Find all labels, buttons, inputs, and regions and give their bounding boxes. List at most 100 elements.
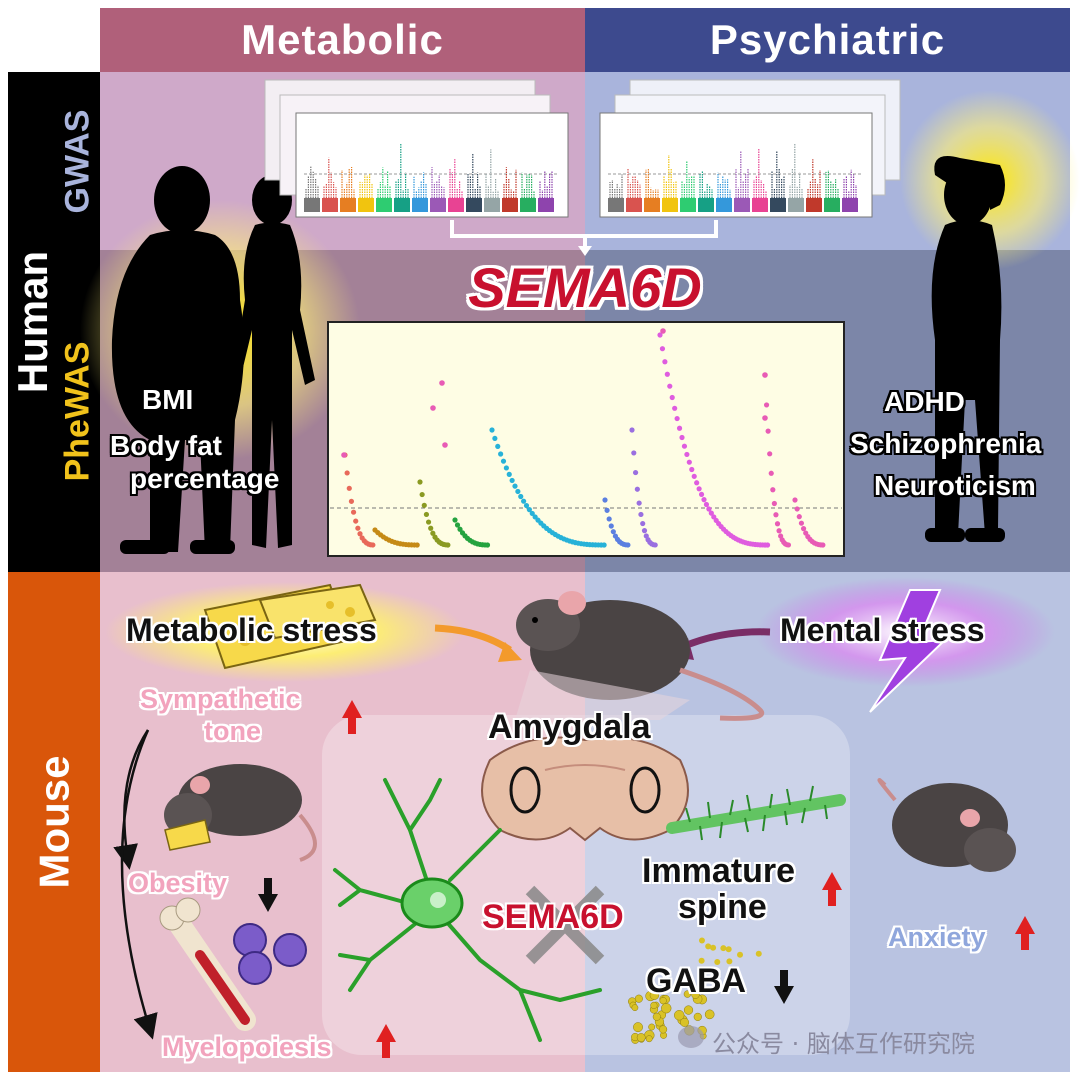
- phewas-dot: [691, 473, 697, 479]
- phewas-dot: [638, 511, 644, 518]
- gaba-label: GABA: [646, 962, 747, 1000]
- gwas-chromosome-block: [394, 198, 410, 212]
- bodyfat-label-line1: Body fat: [110, 430, 222, 461]
- mental-arrow: [678, 628, 771, 652]
- phewas-peak-dot: [762, 415, 768, 421]
- bone-icon: [159, 897, 256, 1031]
- bmi-label: BMI: [142, 384, 194, 415]
- neuroticism-label: Neuroticism: [874, 470, 1036, 501]
- gwas-left-stack: [264, 79, 569, 218]
- sympathetic-label-line1: Sympathetic: [140, 684, 301, 714]
- gwas-chromosome-block: [358, 198, 374, 212]
- phewas-peak-dot: [660, 328, 666, 334]
- increase-arrow-icon: [822, 872, 842, 906]
- phewas-dot: [428, 525, 434, 531]
- phewas-dot: [794, 506, 800, 512]
- phewas-dot: [602, 497, 608, 503]
- lightning-icon: [869, 589, 948, 713]
- gaba-vesicle: [636, 1033, 646, 1042]
- phewas-dot: [350, 509, 357, 515]
- phewas-dot: [708, 510, 714, 516]
- phewas-dot: [659, 346, 666, 352]
- phewas-dot: [694, 480, 700, 486]
- gaba-vesicle: [683, 990, 692, 998]
- central-mouse-icon: [515, 591, 765, 721]
- phewas-dot: [430, 530, 436, 536]
- knockout-x-icon: [525, 885, 605, 965]
- phewas-dot: [346, 485, 352, 491]
- phewas-dot: [503, 465, 509, 471]
- phewas-dot: [768, 470, 774, 476]
- phewas-dot: [348, 498, 355, 504]
- phewas-dot: [770, 487, 776, 493]
- phewas-dot: [701, 497, 707, 503]
- phewas-dot: [506, 471, 512, 477]
- gaba-vesicle: [698, 937, 705, 944]
- phewas-peak-dot: [430, 405, 436, 411]
- phewas-plot-frame: [327, 321, 845, 557]
- gwas-chromosome-block: [734, 198, 750, 212]
- phewas-dot: [641, 528, 648, 534]
- gwas-chromosome-block: [502, 198, 518, 212]
- phewas-dot: [800, 526, 807, 532]
- decrease-arrow-icon: [258, 878, 278, 912]
- phewas-dot: [498, 451, 504, 457]
- phewas-dot: [521, 498, 527, 504]
- amygdala-label: Amygdala: [488, 708, 651, 746]
- phewas-dot: [765, 428, 771, 434]
- gwas-chromosome-block: [484, 198, 500, 212]
- phewas-peak-dot: [442, 442, 448, 448]
- gaba-vesicle: [649, 990, 660, 1000]
- distressed-person-icon: [925, 156, 1005, 542]
- phewas-dot: [452, 517, 458, 523]
- gaba-vesicle: [705, 943, 712, 950]
- phewas-dot: [632, 469, 639, 476]
- phewas-dot: [344, 470, 350, 476]
- phewas-dot: [445, 542, 451, 548]
- bodyfat-label-line2: percentage: [130, 463, 280, 494]
- gaba-vesicle: [661, 1003, 672, 1014]
- phewas-dot: [454, 522, 461, 528]
- gwas-connector-arrow: [578, 246, 592, 256]
- phewas-dot: [696, 486, 702, 492]
- phewas-dot: [419, 491, 425, 498]
- phewas-dot: [679, 434, 685, 441]
- phewas-dot: [601, 542, 607, 548]
- increase-arrow-icon: [376, 1024, 396, 1058]
- gwas-chromosome-block: [806, 198, 822, 212]
- phewas-dot: [492, 435, 498, 442]
- gaba-vesicle: [650, 1001, 658, 1009]
- gwas-chromosome-block: [644, 198, 660, 212]
- phewas-peak-dot: [341, 452, 347, 458]
- phewas-dot: [703, 501, 710, 508]
- gwas-chromosome-block: [322, 198, 338, 212]
- phewas-dot: [652, 542, 658, 548]
- phewas-dot: [636, 500, 642, 506]
- gaba-vesicle: [674, 1010, 685, 1021]
- phewas-dot: [357, 531, 363, 537]
- phewas-dot: [529, 510, 535, 517]
- phewas-dot: [457, 526, 463, 532]
- phewas-dot: [634, 486, 640, 492]
- phewas-dot: [662, 359, 668, 365]
- gaba-vesicle: [720, 945, 727, 952]
- gwas-chromosome-block: [770, 198, 786, 212]
- obesity-label: Obesity: [128, 868, 228, 898]
- phewas-dot: [417, 479, 423, 485]
- phewas-dot: [771, 500, 777, 507]
- phewas-dot: [798, 520, 805, 526]
- immature-spine-line2: spine: [678, 888, 767, 926]
- phewas-dot: [657, 332, 663, 338]
- psychiatric-header-label: Psychiatric: [709, 16, 946, 63]
- phewas-dot: [706, 506, 712, 512]
- phewas-dot: [669, 394, 675, 401]
- phewas-dot: [764, 542, 771, 548]
- gaba-vesicle: [704, 1009, 715, 1020]
- gaba-vesicles: [628, 937, 762, 1044]
- increase-arrow-icon: [342, 700, 362, 734]
- gaba-vesicle: [725, 946, 732, 953]
- phewas-dot: [785, 542, 792, 548]
- phewas-dot: [686, 459, 692, 465]
- phewas-dot: [526, 507, 532, 513]
- decrease-arrow-icon: [774, 970, 794, 1004]
